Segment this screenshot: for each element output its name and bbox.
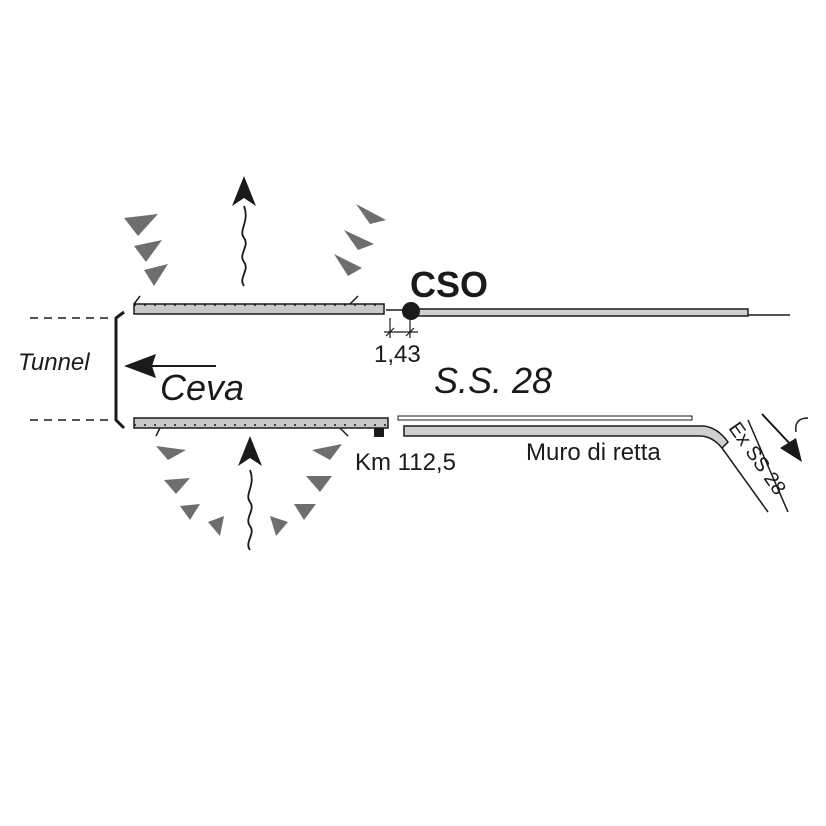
left-arrow-head <box>124 354 156 378</box>
road-label: S.S. 28 <box>434 360 552 401</box>
tunnel-wall-bottom-dots <box>134 418 388 428</box>
chevron <box>344 230 374 250</box>
chevrons-bottom-left <box>156 446 224 536</box>
tunnel-bracket <box>114 310 126 430</box>
cso-point <box>402 302 420 320</box>
chevrons-top-left <box>124 214 168 286</box>
up-wavy-arrow-lower <box>247 469 253 551</box>
chevrons-top-right <box>334 204 386 276</box>
measure-arrow-r <box>405 327 415 337</box>
km-marker <box>374 428 384 437</box>
tunnel-label: Tunnel <box>18 349 90 376</box>
chevron <box>134 240 162 262</box>
tunnel-wall-top-dots <box>134 304 384 314</box>
up-wavy-arrow-head <box>232 176 256 206</box>
chevron <box>124 214 158 236</box>
tunnel-wall-bottom-tick-left <box>155 427 161 437</box>
measure-label: 1,43 <box>374 341 421 368</box>
tunnel-wall-top-end-tick <box>133 295 141 305</box>
chevron <box>270 516 288 536</box>
chevron <box>334 254 362 276</box>
wall-label: Muro di retta <box>526 439 661 466</box>
ceva-label: Ceva <box>160 367 244 408</box>
km-label: Km 112,5 <box>355 449 456 476</box>
ex-road-curve <box>795 417 809 433</box>
road-edge-top <box>403 308 749 317</box>
chevron <box>356 204 386 224</box>
up-wavy-arrow <box>241 205 247 287</box>
chevron <box>156 446 186 460</box>
tunnel-wall-top-end-tick-right <box>349 295 359 305</box>
chevron <box>306 476 332 492</box>
up-wavy-arrow-lower-head <box>238 436 262 466</box>
ex-road-line-b <box>747 419 789 513</box>
chevrons-bottom-right <box>270 444 342 536</box>
down-right-arrow <box>761 413 793 447</box>
road-edge-bottom-thin <box>397 415 693 421</box>
tunnel-wall-bottom-tick <box>339 427 349 437</box>
chevron <box>294 504 316 520</box>
ex-road-label: Ex SS 28 <box>724 418 790 499</box>
ex-road-line-a <box>721 447 769 513</box>
chevron <box>164 478 190 494</box>
chevron <box>144 264 168 286</box>
measure-arrow-l <box>385 327 395 337</box>
chevron <box>208 516 224 536</box>
down-right-arrow-head <box>780 438 802 462</box>
chevron <box>312 444 342 460</box>
cso-label: CSO <box>410 264 488 305</box>
chevron <box>180 504 200 520</box>
